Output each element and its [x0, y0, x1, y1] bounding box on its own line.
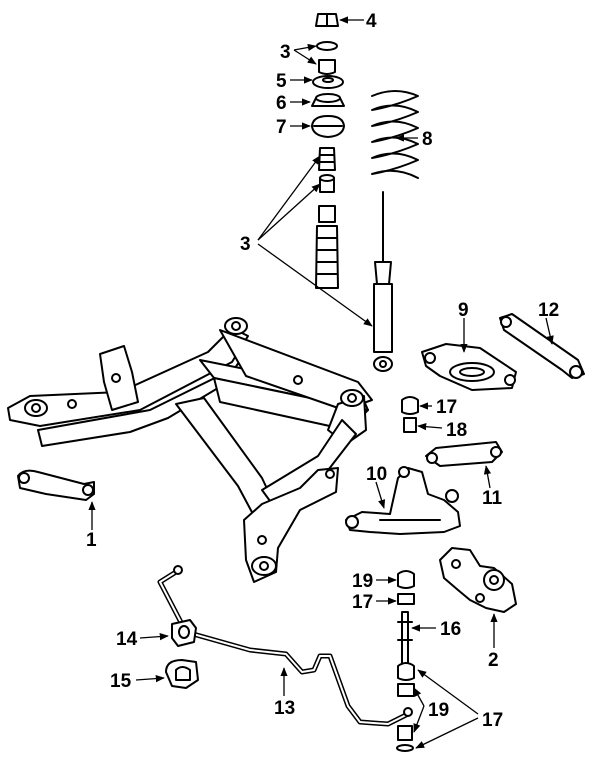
- callout-18: 18: [446, 420, 467, 441]
- upper-mount-plate: [312, 75, 344, 89]
- callout-3-top: 3: [280, 42, 291, 63]
- strut-bushing-upper: [318, 59, 336, 75]
- callout-19-mid: 19: [352, 571, 373, 592]
- callout-11: 11: [482, 488, 503, 509]
- callout-6: 6: [276, 93, 287, 114]
- bump-stopper: [318, 147, 336, 171]
- strut-mount-nut: [315, 13, 339, 27]
- leader-lines: [88, 16, 554, 749]
- link-bushing-upper: [397, 570, 415, 589]
- callout-1: 1: [86, 530, 97, 551]
- callout-17-mid: 17: [352, 592, 373, 613]
- callout-7: 7: [276, 117, 287, 138]
- strut-washer: [316, 41, 338, 51]
- callout-19-bottom: 19: [428, 700, 449, 721]
- callout-labels: 4 3 5 6 7 8 3 9 12 17 18 10 11 1 19 17 1…: [86, 11, 559, 731]
- callout-17-upper: 17: [436, 397, 457, 418]
- stabilizer-bushing: [171, 619, 197, 647]
- strut-bushing-lower: [319, 174, 335, 193]
- upper-link-spring-seat: [421, 343, 517, 391]
- link-washer-lower: [397, 662, 415, 681]
- suspension-crossmember: [7, 317, 373, 583]
- callout-15: 15: [110, 671, 132, 692]
- lateral-link: [425, 441, 503, 467]
- callout-9: 9: [458, 300, 469, 321]
- callout-4: 4: [366, 11, 377, 32]
- callout-17-bottom: 17: [482, 710, 503, 731]
- callout-5: 5: [276, 71, 287, 92]
- strut-rod-bushing-lower: [403, 417, 417, 433]
- callout-14: 14: [116, 629, 138, 650]
- callout-3-bottom: 3: [240, 234, 251, 255]
- link-bushing-lower: [397, 683, 415, 697]
- callout-10: 10: [366, 464, 387, 485]
- callout-8: 8: [422, 129, 433, 150]
- lower-control-arm: [345, 466, 461, 535]
- link-bushing-bottom: [397, 725, 413, 741]
- rear-lower-link: [17, 469, 95, 501]
- stabilizer-link: [397, 611, 413, 673]
- stabilizer-bracket: [165, 659, 199, 689]
- callout-2: 2: [488, 650, 499, 671]
- spring-seat-insulator: [311, 93, 345, 107]
- callout-12: 12: [538, 300, 559, 321]
- bump-stop-bracket: [311, 115, 345, 138]
- link-washer-bottom: [396, 744, 414, 752]
- rear-axle-knuckle: [439, 547, 517, 613]
- shock-absorber: [373, 191, 393, 372]
- coil-spring: [371, 90, 419, 179]
- dust-boot: [315, 205, 339, 289]
- callout-13: 13: [274, 698, 295, 719]
- strut-rod-bushing: [401, 396, 419, 415]
- link-washer-upper: [397, 593, 415, 605]
- upper-control-link: [499, 313, 585, 379]
- callout-16: 16: [440, 619, 461, 640]
